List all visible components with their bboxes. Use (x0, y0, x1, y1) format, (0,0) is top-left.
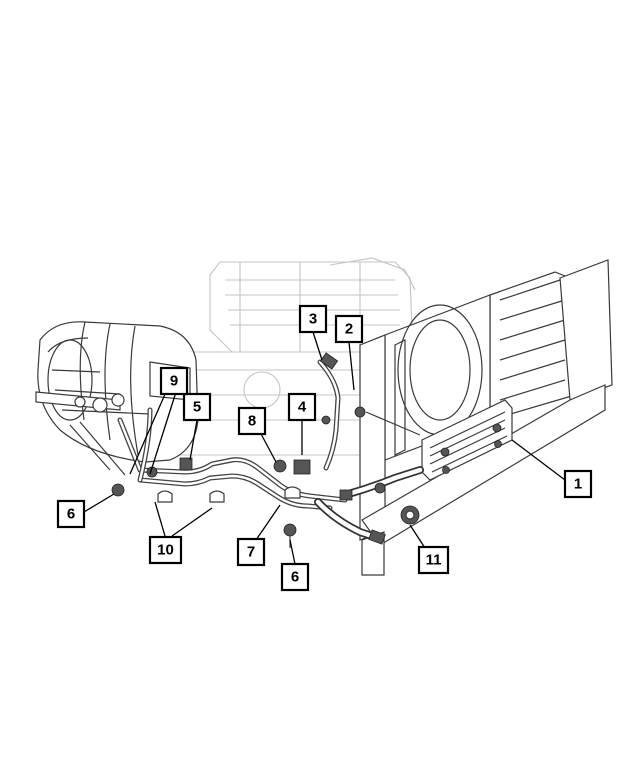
callout-2: 2 (334, 314, 364, 344)
callout-5: 5 (182, 392, 212, 422)
callout-1: 1 (563, 469, 593, 499)
callout-label: 9 (170, 373, 178, 390)
callout-4: 4 (287, 392, 317, 422)
callout-7: 7 (236, 537, 266, 567)
callout-6-left: 6 (56, 499, 86, 529)
callout-label: 1 (574, 476, 582, 493)
callout-label: 11 (426, 552, 442, 569)
callout-label: 6 (67, 506, 75, 523)
callout-9: 9 (159, 366, 189, 396)
callout-label: 4 (298, 399, 307, 416)
callout-3: 3 (298, 304, 328, 334)
callout-8: 8 (237, 406, 267, 436)
callout-label: 7 (247, 544, 255, 561)
hose-3 (317, 352, 341, 471)
fasteners (111, 406, 421, 548)
transmission (35, 321, 199, 476)
callout-label: 3 (309, 311, 317, 328)
callout-6-bottom: 6 (280, 562, 310, 592)
callout-11: 11 (417, 545, 450, 575)
callout-10: 10 (148, 535, 183, 565)
leader-lines (83, 331, 566, 565)
callout-label: 2 (345, 321, 353, 338)
callout-label: 6 (291, 569, 299, 586)
callout-label: 10 (157, 542, 174, 559)
callout-label: 8 (248, 413, 256, 430)
callout-label: 5 (193, 399, 201, 416)
